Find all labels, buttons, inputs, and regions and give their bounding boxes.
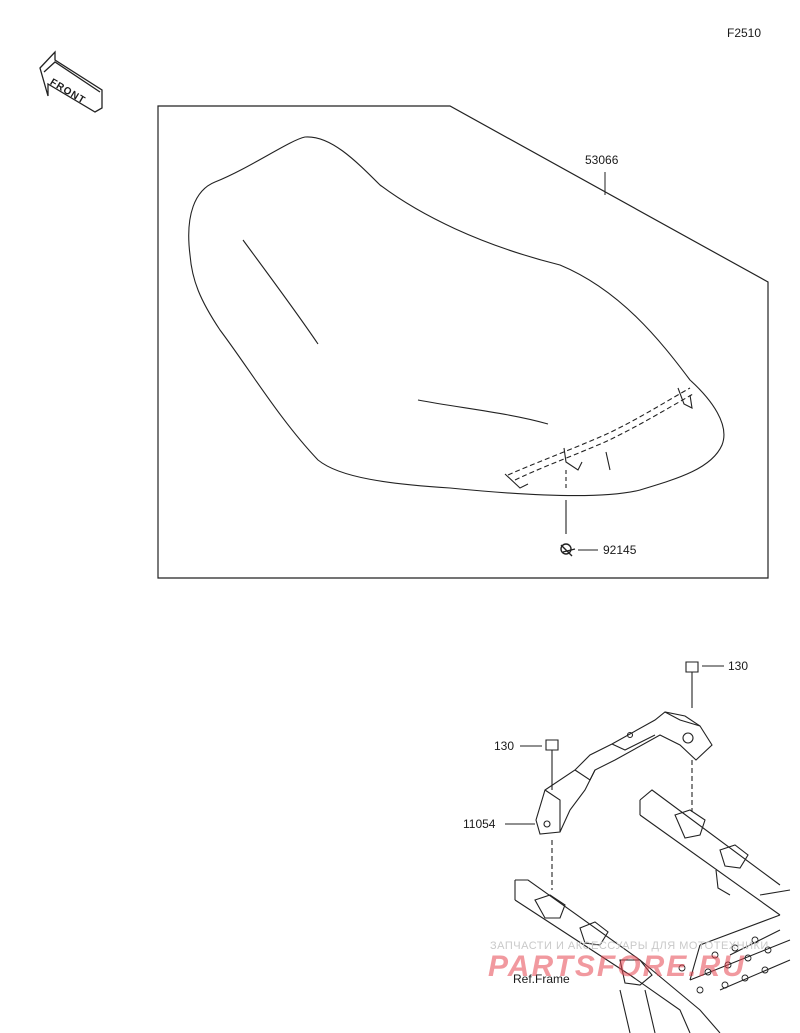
front-arrow-icon: [39, 50, 103, 113]
part-label-bolt-right: 130: [728, 659, 749, 673]
seat-hook-part: [560, 543, 598, 557]
diagram-code: F2510: [727, 26, 762, 40]
watermark-tagline: ЗАПЧАСТИ И АКСЕССУАРЫ ДЛЯ МОТОТЕХНИКИ: [490, 940, 769, 952]
frame-holes: [678, 936, 772, 994]
part-label-seat: 53066: [585, 153, 619, 167]
seat-outline: [188, 136, 725, 534]
bracket-assembly: [505, 661, 724, 890]
seat-group-box: [157, 105, 769, 579]
part-label-bolt-left: 130: [494, 739, 515, 753]
part-label-seat-hook: 92145: [603, 543, 637, 557]
ref-frame: [514, 789, 791, 1033]
ref-frame-label: Ref.Frame: [513, 972, 570, 986]
part-label-bracket: 11054: [463, 817, 496, 831]
watermark-logo: PARTSFORE.RU: [488, 950, 746, 983]
